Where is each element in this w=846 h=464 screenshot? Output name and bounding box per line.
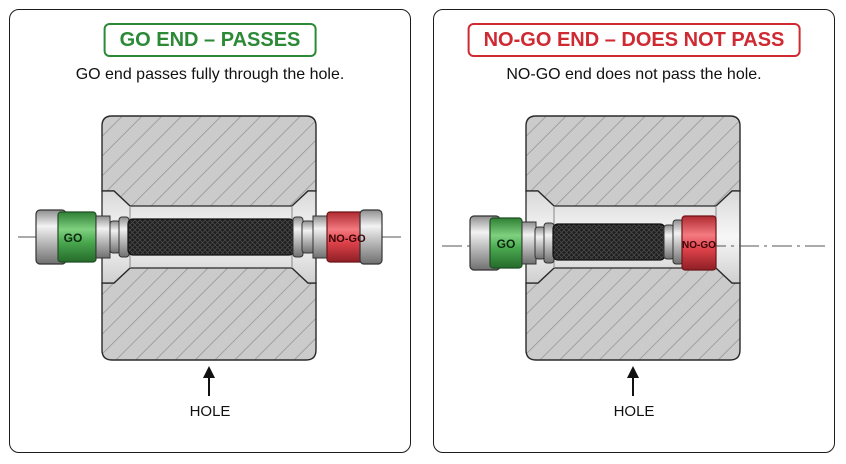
nogo-fails-panel: NO-GO END – DOES NOT PASS NO-GO end does… xyxy=(433,9,835,453)
plug-gauge xyxy=(35,209,383,265)
go-passes-diagram: GO NO-GO xyxy=(18,115,406,396)
nogo-end-label: NO-GO xyxy=(328,233,366,245)
hole-label: HOLE xyxy=(189,403,231,420)
go-passes-panel: GO END – PASSES GO end passes fully thro… xyxy=(9,9,411,453)
go-passes-subtitle: GO end passes fully through the hole. xyxy=(75,66,345,83)
arrow-up-icon xyxy=(627,366,639,396)
nogo-fails-title: NO-GO END – DOES NOT PASS xyxy=(467,23,801,57)
go-end-label: GO xyxy=(64,231,83,245)
hole-label: HOLE xyxy=(613,403,655,420)
plug-gauge xyxy=(469,215,717,271)
nogo-fails-diagram: GO NO-GO xyxy=(442,115,830,396)
go-end-label: GO xyxy=(497,237,516,251)
go-passes-title: GO END – PASSES xyxy=(103,23,317,57)
nogo-end-label: NO-GO xyxy=(682,240,716,251)
arrow-up-icon xyxy=(203,366,215,396)
nogo-fails-subtitle: NO-GO end does not pass the hole. xyxy=(506,66,762,83)
